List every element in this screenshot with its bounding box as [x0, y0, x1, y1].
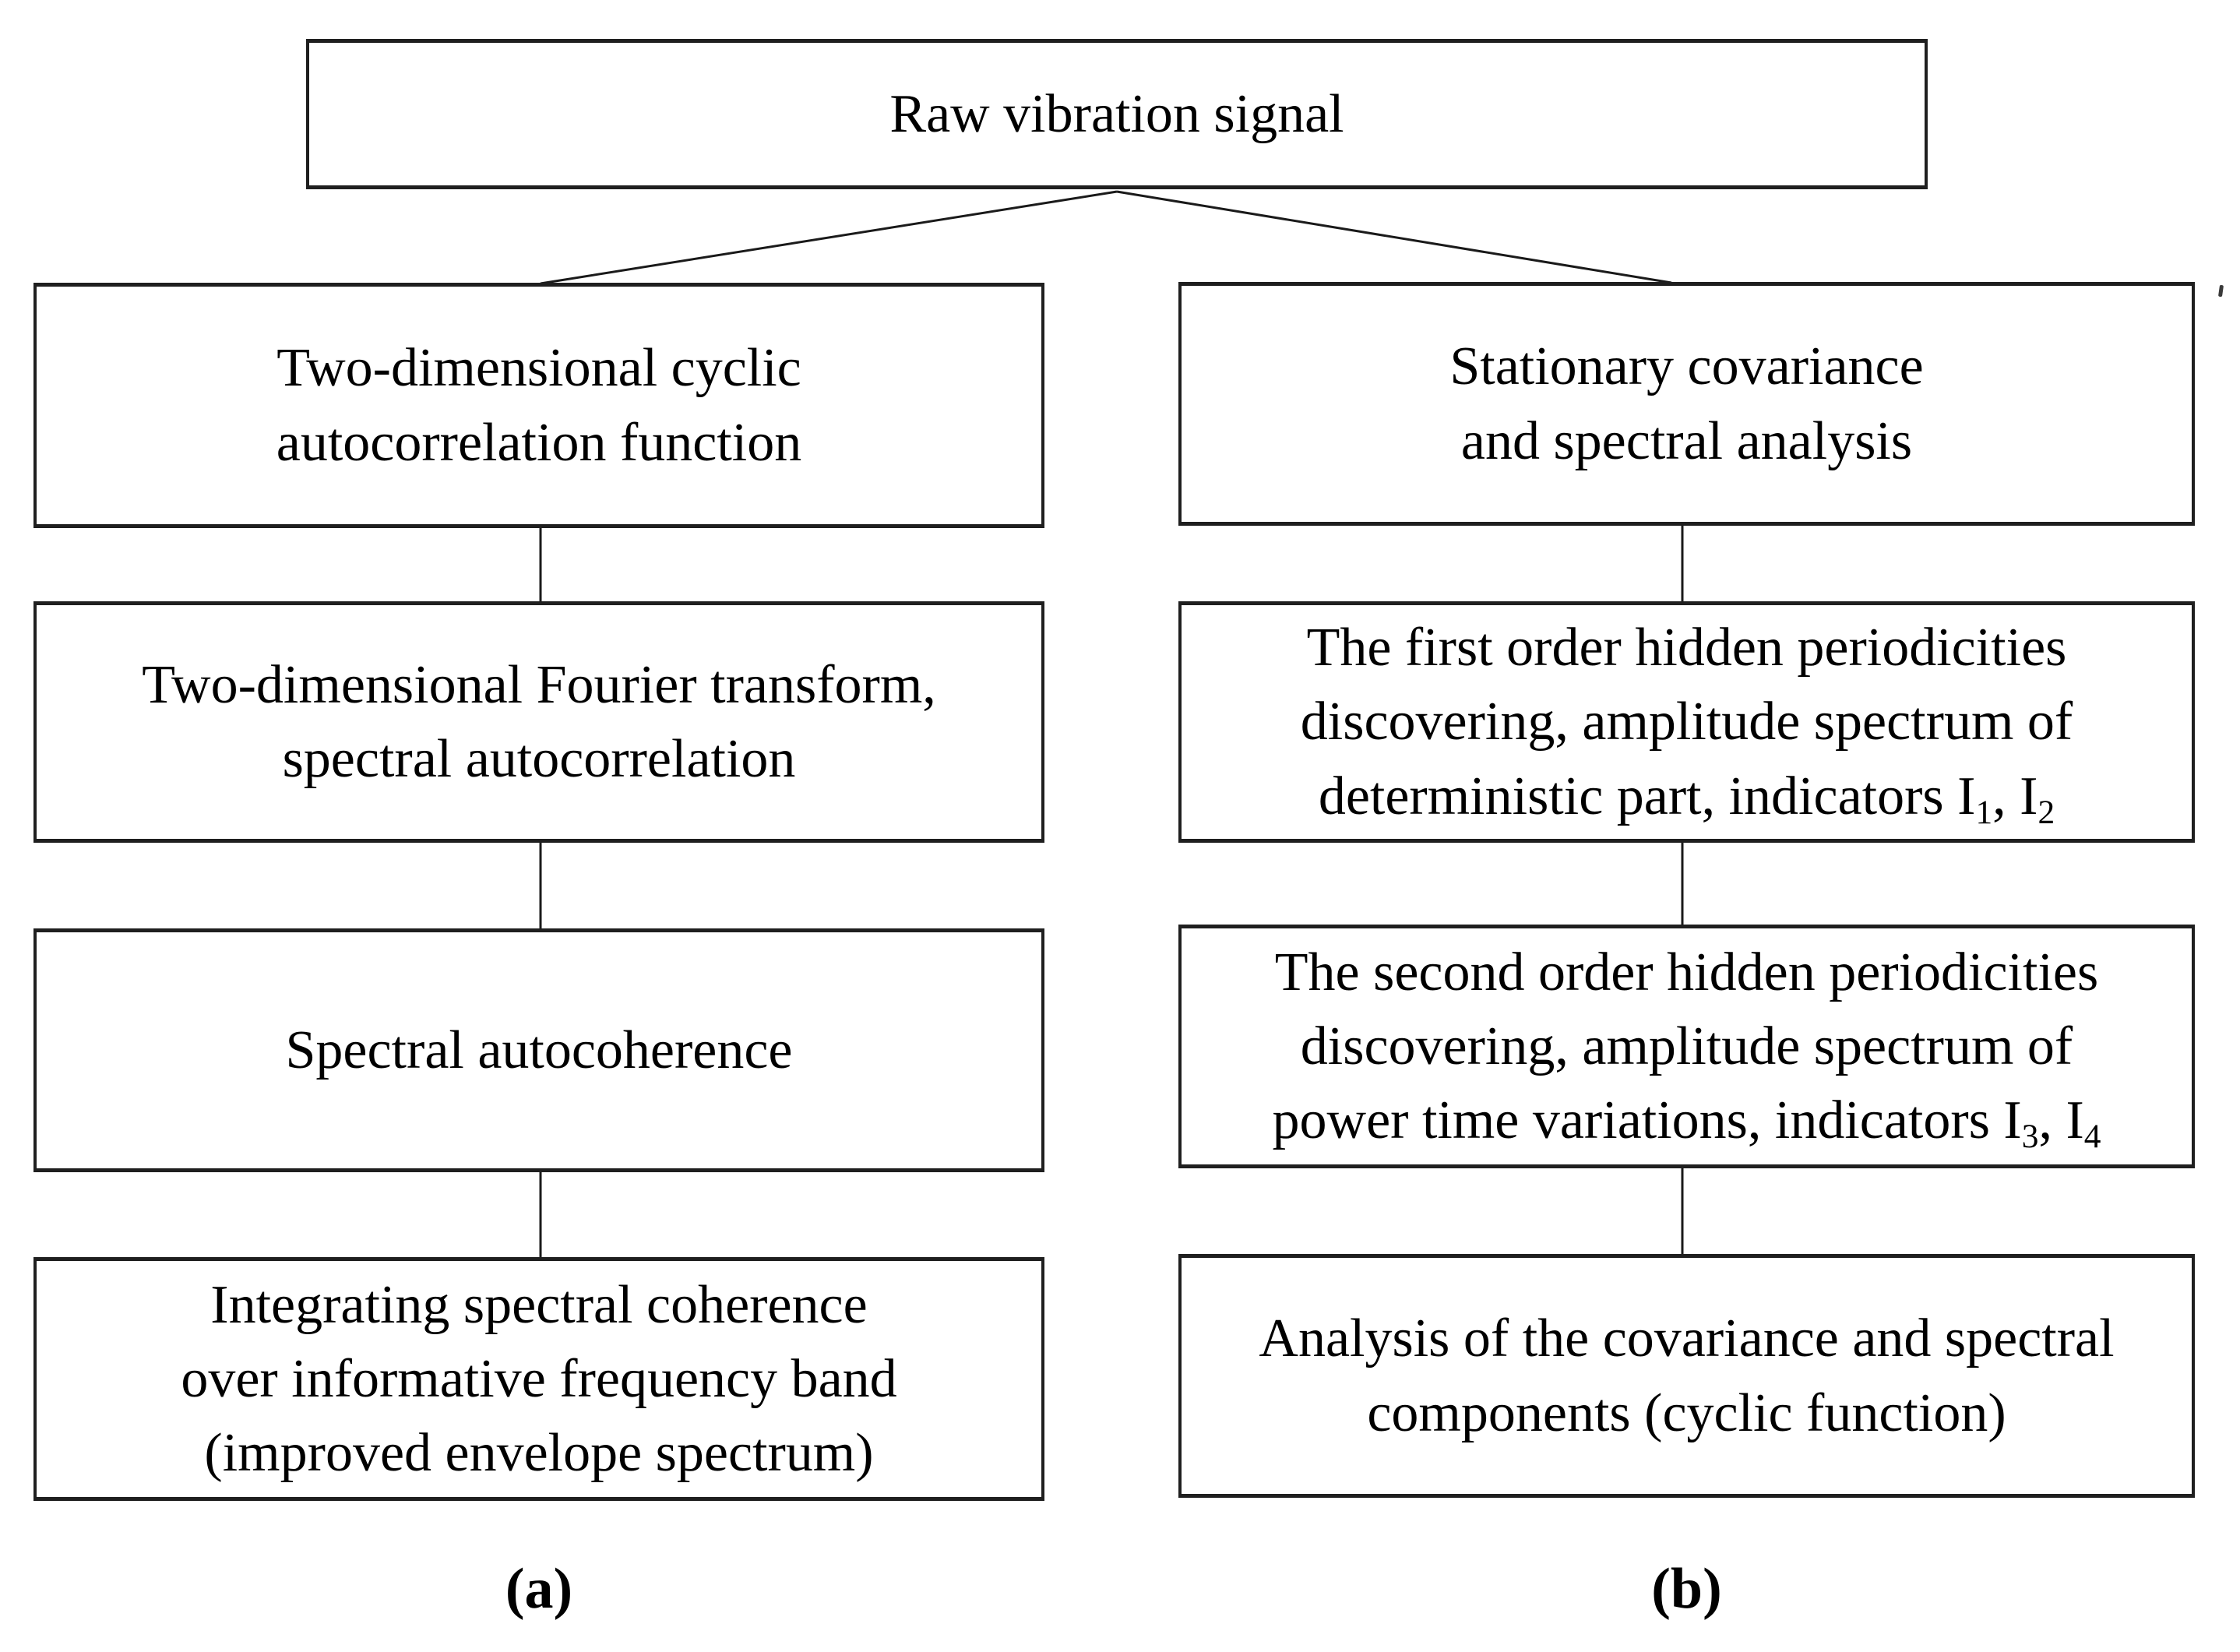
box-text-line: Raw vibration signal	[889, 83, 1344, 144]
box-text-line: autocorrelation function	[276, 412, 802, 473]
box-text-line: Two-dimensional Fourier transform,	[142, 654, 936, 715]
box-fourier-transform-spectral-autocorrelation: Two-dimensional Fourier transform, spectr…	[33, 601, 1044, 843]
box-text-line: spectral autocorrelation	[282, 729, 796, 789]
diagonal-connector-left	[540, 190, 1118, 285]
box-text-line: power time variations, indicators I3, I4	[1272, 1090, 2101, 1156]
diagonal-connector-right	[1116, 190, 1672, 284]
box-cyclic-autocorrelation-function: Two-dimensional cyclic autocorrelation fu…	[33, 283, 1044, 528]
box-text-line: over informative frequency band	[181, 1348, 897, 1409]
box-text-line: The second order hidden periodicities	[1274, 942, 2099, 1002]
box-text-line: components (cyclic function)	[1367, 1383, 2006, 1443]
box-text-line: Spectral autocoherence	[285, 1020, 793, 1080]
subscript: 2	[2037, 793, 2055, 831]
box-text-line: The first order hidden periodicities	[1306, 618, 2067, 678]
box-text-line: deterministic part, indicators I1, I2	[1318, 766, 2055, 831]
box-stationary-covariance-spectral-analysis: Stationary covariance and spectral analys…	[1178, 282, 2195, 526]
box-text-line: and spectral analysis	[1460, 410, 1913, 471]
box-text-line: Integrating spectral coherence	[210, 1274, 868, 1335]
box-analysis-covariance-spectral-components: Analysis of the covariance and spectral c…	[1178, 1254, 2195, 1498]
stray-mark	[2217, 284, 2224, 298]
box-text-line: Analysis of the covariance and spectral	[1259, 1309, 2115, 1369]
caption-a: (a)	[505, 1557, 573, 1621]
box-spectral-autocoherence: Spectral autocoherence	[33, 928, 1044, 1172]
subscript: 1	[1975, 793, 1993, 831]
box-text-line: discovering, amplitude spectrum of	[1300, 692, 2073, 752]
box-first-order-hidden-periodicities: The first order hidden periodicities disc…	[1178, 601, 2195, 843]
subscript: 4	[2083, 1118, 2101, 1156]
box-text-line: Two-dimensional cyclic	[276, 338, 801, 399]
box-text-line: (improved envelope spectrum)	[204, 1423, 874, 1484]
box-integrating-spectral-coherence: Integrating spectral coherence over infor…	[33, 1257, 1044, 1501]
box-raw-vibration-signal: Raw vibration signal	[306, 39, 1928, 189]
caption-b: (b)	[1651, 1557, 1722, 1621]
box-text-line: Stationary covariance	[1449, 336, 1924, 397]
box-second-order-hidden-periodicities: The second order hidden periodicities dis…	[1178, 925, 2195, 1168]
subscript: 3	[2021, 1118, 2039, 1156]
box-text-line: discovering, amplitude spectrum of	[1300, 1016, 2073, 1076]
